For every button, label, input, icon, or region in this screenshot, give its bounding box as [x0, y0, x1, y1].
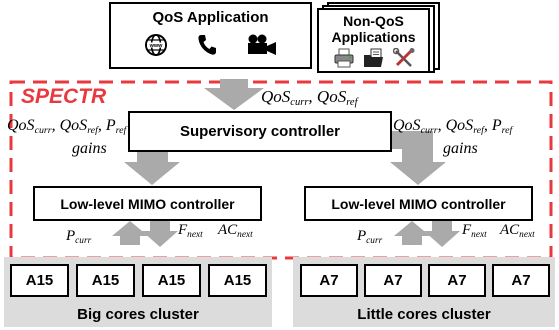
qos-app-icons: www: [144, 33, 278, 57]
spectr-label: SPECTR: [18, 85, 110, 109]
non-qos-line1: Non-QoS: [343, 13, 404, 29]
non-qos-applications-box: Non-QoS Applications: [317, 8, 430, 73]
right-gains-label: gains: [443, 140, 478, 157]
left-signal-label: QoScurr, QoSref, Pref: [7, 117, 127, 136]
right-fnext-label: Fnext: [462, 222, 487, 240]
video-camera-icon: [247, 34, 276, 55]
right-mimo-controller-box: Low-level MIMO controller: [304, 186, 533, 221]
spectr-frame: [9, 80, 553, 260]
big-core-3: A15: [142, 264, 201, 297]
top-qos-ref: QoSref: [316, 87, 358, 109]
top-signal-label: QoScurr, QoSref: [261, 87, 358, 109]
globe-icon: www: [144, 34, 167, 56]
supervisory-controller-box: Supervisory controller: [128, 111, 392, 152]
left-pcurr-label: Pcurr: [66, 228, 92, 246]
big-core-4: A15: [208, 264, 267, 297]
arrow-supervisory-to-right-mimo: [384, 131, 446, 185]
left-gains-label: gains: [72, 140, 107, 157]
top-qos-curr: QoScurr: [261, 87, 309, 109]
little-cores-cluster-label: Little cores cluster: [357, 306, 491, 323]
left-acnext-label: ACnext: [218, 222, 253, 240]
right-signal-label: QoScurr, QoSref, Pref: [393, 117, 513, 136]
little-core-4: A7: [492, 264, 550, 297]
arrow-app-to-supervisory: [204, 79, 264, 110]
non-qos-line2: Applications: [331, 29, 416, 45]
tools-icon: [392, 48, 414, 67]
left-fnext-label: Fnext: [178, 222, 203, 240]
left-mimo-controller-box: Low-level MIMO controller: [33, 186, 262, 221]
arrow-right-pcurr-up: [394, 221, 430, 245]
little-core-1: A7: [300, 264, 358, 297]
printer-icon: [334, 48, 353, 68]
arrow-left-pcurr-up: [112, 221, 148, 245]
phone-icon: [197, 35, 216, 55]
folder-document-icon: [363, 48, 383, 67]
big-core-1: A15: [10, 264, 69, 297]
big-cores-cluster-label: Big cores cluster: [77, 306, 199, 323]
qos-application-box: QoS Application www: [109, 2, 312, 69]
qos-application-title: QoS Application: [152, 9, 269, 26]
big-core-2: A15: [76, 264, 135, 297]
right-acnext-label: ACnext: [500, 222, 535, 240]
arrow-right-fnext-down: [424, 221, 460, 247]
non-qos-icons: [333, 48, 415, 68]
little-core-3: A7: [428, 264, 486, 297]
svg-text:www: www: [148, 43, 163, 49]
right-pcurr-label: Pcurr: [357, 228, 383, 246]
little-core-2: A7: [364, 264, 422, 297]
arrow-left-fnext-down: [142, 221, 178, 247]
